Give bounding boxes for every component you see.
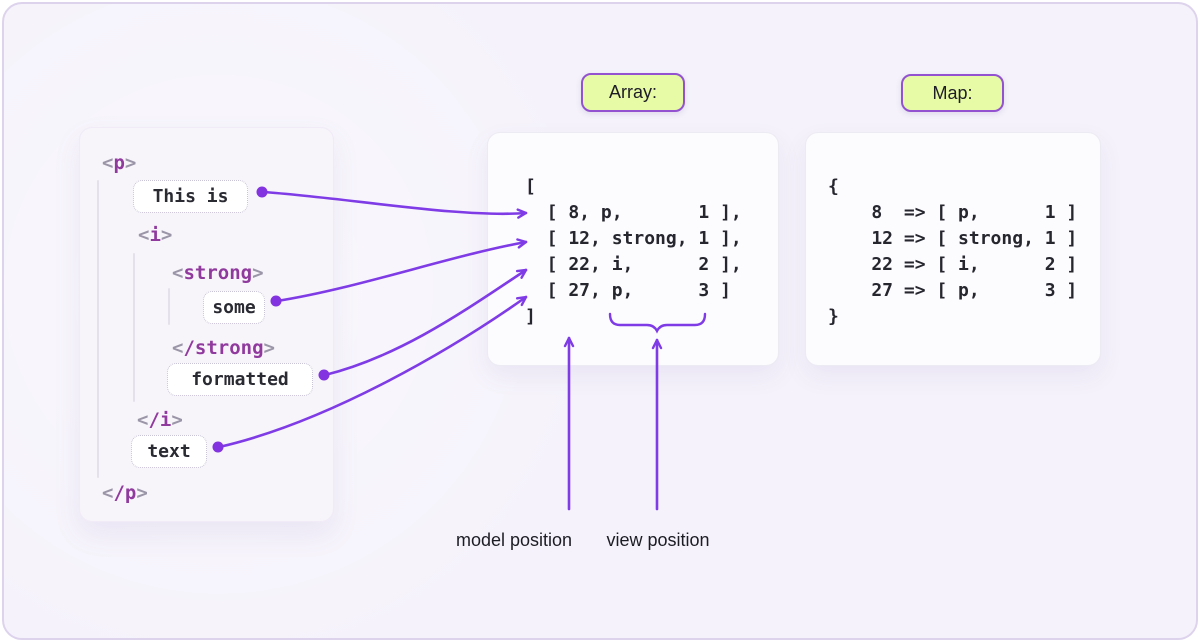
array-code: [ [ 8, p, 1 ], [ 12, strong, 1 ], [ 22, … [525, 174, 742, 330]
tag-p-close: </p> [102, 483, 148, 503]
text-node-formatted: formatted [167, 363, 313, 396]
angle-bracket: > [171, 409, 183, 431]
text-node-some: some [203, 291, 265, 324]
tag-strong-open: <strong> [172, 263, 264, 283]
tag-i-open: <i> [138, 225, 172, 245]
indent-guide [168, 288, 170, 325]
angle-bracket: > [124, 152, 137, 174]
map-line: 12 => [ strong, 1 ] [828, 228, 1078, 249]
angle-bracket: < [137, 409, 149, 431]
array-panel: [ [ 8, p, 1 ], [ 12, strong, 1 ], [ 22, … [487, 132, 779, 366]
tag-name: /strong [183, 337, 264, 359]
array-line: [ 8, p, 1 ], [525, 202, 742, 223]
angle-bracket: < [172, 262, 184, 284]
map-line: } [828, 306, 839, 327]
tag-i-close: </i> [137, 410, 183, 430]
array-line: [ 22, i, 2 ], [525, 254, 742, 275]
map-line: 8 => [ p, 1 ] [828, 202, 1078, 223]
array-line: ] [525, 306, 536, 327]
tag-name: p [113, 152, 125, 174]
map-line: { [828, 176, 839, 197]
array-line: [ 12, strong, 1 ], [525, 228, 742, 249]
text-node-text: text [131, 435, 207, 468]
tag-strong-close: </strong> [172, 338, 275, 358]
map-line: 27 => [ p, 3 ] [828, 280, 1078, 301]
text-node-label: formatted [191, 369, 289, 390]
indent-guide [133, 253, 135, 402]
view-position-label: view position [606, 530, 710, 550]
angle-bracket: > [136, 482, 148, 504]
text-node-label: some [212, 297, 256, 318]
angle-bracket: < [138, 224, 150, 246]
tag-name: strong [183, 262, 253, 284]
array-badge: Array: [581, 73, 685, 112]
angle-bracket: > [252, 262, 264, 284]
tag-name: /i [148, 409, 172, 431]
angle-bracket: < [102, 482, 114, 504]
map-badge-label: Map: [932, 82, 973, 103]
array-badge-label: Array: [608, 82, 657, 102]
tag-name: /p [113, 482, 137, 504]
text-node-label: This is [152, 186, 229, 207]
angle-bracket: < [102, 152, 114, 174]
angle-bracket: > [263, 337, 275, 359]
angle-bracket: > [160, 224, 173, 246]
map-panel: { 8 => [ p, 1 ] 12 => [ strong, 1 ] 22 =… [805, 132, 1101, 366]
array-line: [ [525, 176, 536, 197]
tag-name: i [149, 224, 161, 246]
map-code: { 8 => [ p, 1 ] 12 => [ strong, 1 ] 22 =… [828, 174, 1077, 330]
indent-guide [97, 180, 99, 478]
map-badge: Map: [901, 74, 1004, 112]
model-position-label: model position [455, 530, 573, 550]
text-node-label: text [147, 441, 191, 462]
tag-p-open: <p> [102, 153, 136, 173]
angle-bracket: < [172, 337, 184, 359]
dom-structure-panel: <p> This is <i> <strong> some </strong> … [79, 127, 334, 522]
array-line: [ 27, p, 3 ] [525, 280, 731, 301]
text-node-this-is: This is [133, 180, 248, 213]
map-line: 22 => [ i, 2 ] [828, 254, 1078, 275]
